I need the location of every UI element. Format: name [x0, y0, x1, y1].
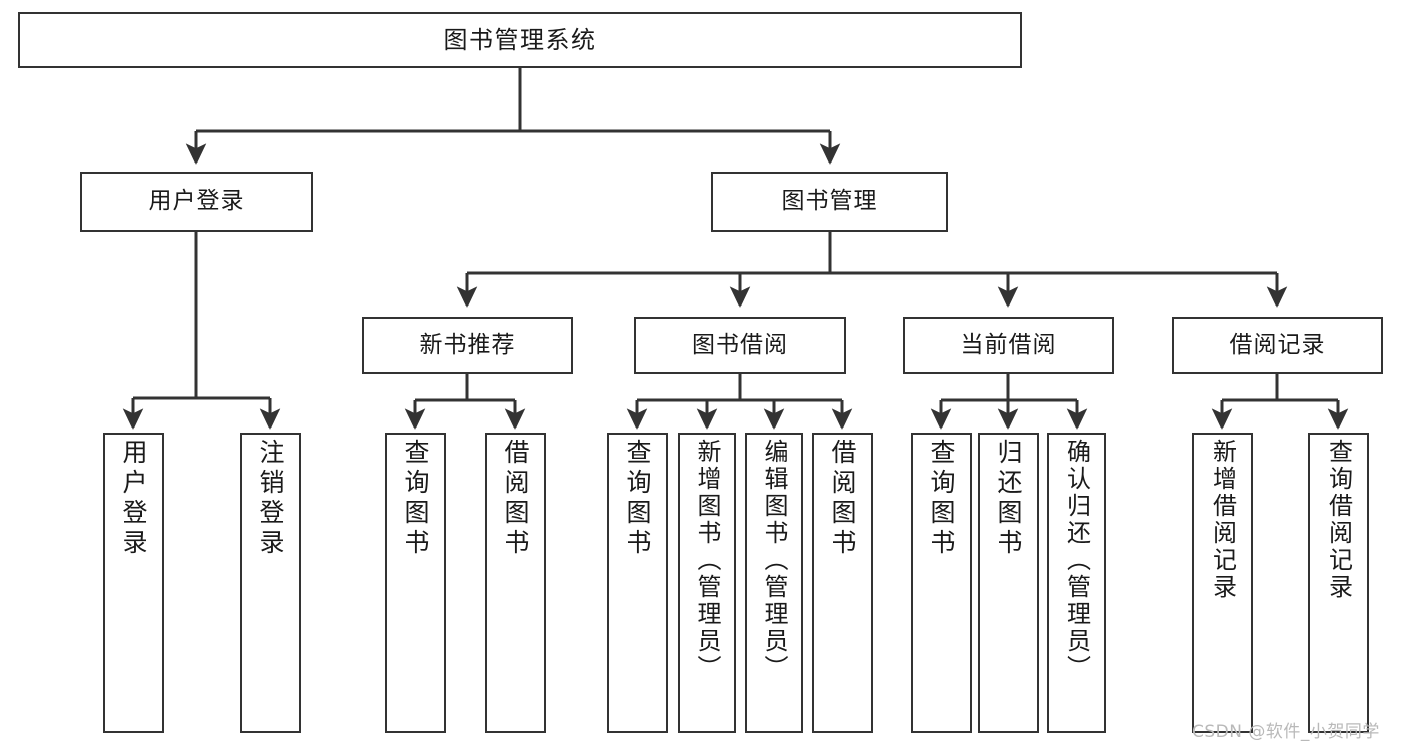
- node-label: 借阅图书: [828, 439, 857, 559]
- leaf-query-book-borrow[interactable]: 查询图书: [607, 433, 668, 733]
- leaf-user-logout[interactable]: 注销登录: [240, 433, 301, 733]
- node-current-borrow[interactable]: 当前借阅: [903, 317, 1114, 374]
- node-label: 借阅图书: [501, 439, 530, 559]
- leaf-add-book-admin[interactable]: 新增图书（管理员）: [678, 433, 736, 733]
- node-label: 新增图书（管理员）: [693, 439, 721, 682]
- csdn-watermark: CSDN @软件_小贺同学: [1192, 722, 1380, 742]
- node-label: 确认归还（管理员）: [1062, 439, 1091, 682]
- node-root-book-management-system[interactable]: 图书管理系统: [18, 12, 1022, 68]
- node-label: 注销登录: [256, 439, 285, 559]
- node-label: 图书管理: [781, 188, 878, 215]
- node-borrow-record[interactable]: 借阅记录: [1172, 317, 1383, 374]
- leaf-query-borrow-record[interactable]: 查询借阅记录: [1308, 433, 1369, 733]
- node-label: 编辑图书（管理员）: [760, 439, 788, 682]
- leaf-borrow-book-new-recommendation[interactable]: 借阅图书: [485, 433, 546, 733]
- leaf-user-login[interactable]: 用户登录: [103, 433, 164, 733]
- leaf-add-borrow-record[interactable]: 新增借阅记录: [1192, 433, 1253, 733]
- node-label: 图书管理系统: [443, 25, 597, 54]
- node-label: 查询图书: [401, 439, 430, 559]
- leaf-confirm-return-admin[interactable]: 确认归还（管理员）: [1047, 433, 1106, 733]
- node-new-book-recommendation[interactable]: 新书推荐: [362, 317, 573, 374]
- node-label: 用户登录: [148, 188, 245, 215]
- node-book-management[interactable]: 图书管理: [711, 172, 948, 232]
- node-label: 查询借阅记录: [1324, 439, 1353, 601]
- leaf-borrow-book-borrow[interactable]: 借阅图书: [812, 433, 873, 733]
- node-label: 新增借阅记录: [1208, 439, 1237, 601]
- node-label: 用户登录: [119, 439, 148, 559]
- leaf-return-book[interactable]: 归还图书: [978, 433, 1039, 733]
- node-label: 当前借阅: [960, 331, 1057, 358]
- node-label: 查询图书: [927, 439, 956, 559]
- leaf-query-book-new-recommendation[interactable]: 查询图书: [385, 433, 446, 733]
- node-user-login[interactable]: 用户登录: [80, 172, 313, 232]
- node-label: 归还图书: [994, 439, 1023, 559]
- node-book-borrow[interactable]: 图书借阅: [634, 317, 846, 374]
- node-label: 借阅记录: [1229, 331, 1326, 358]
- node-label: 新书推荐: [419, 331, 516, 358]
- leaf-edit-book-admin[interactable]: 编辑图书（管理员）: [745, 433, 803, 733]
- node-label: 图书借阅: [692, 331, 788, 358]
- leaf-query-book-current-borrow[interactable]: 查询图书: [911, 433, 972, 733]
- node-label: 查询图书: [623, 439, 652, 559]
